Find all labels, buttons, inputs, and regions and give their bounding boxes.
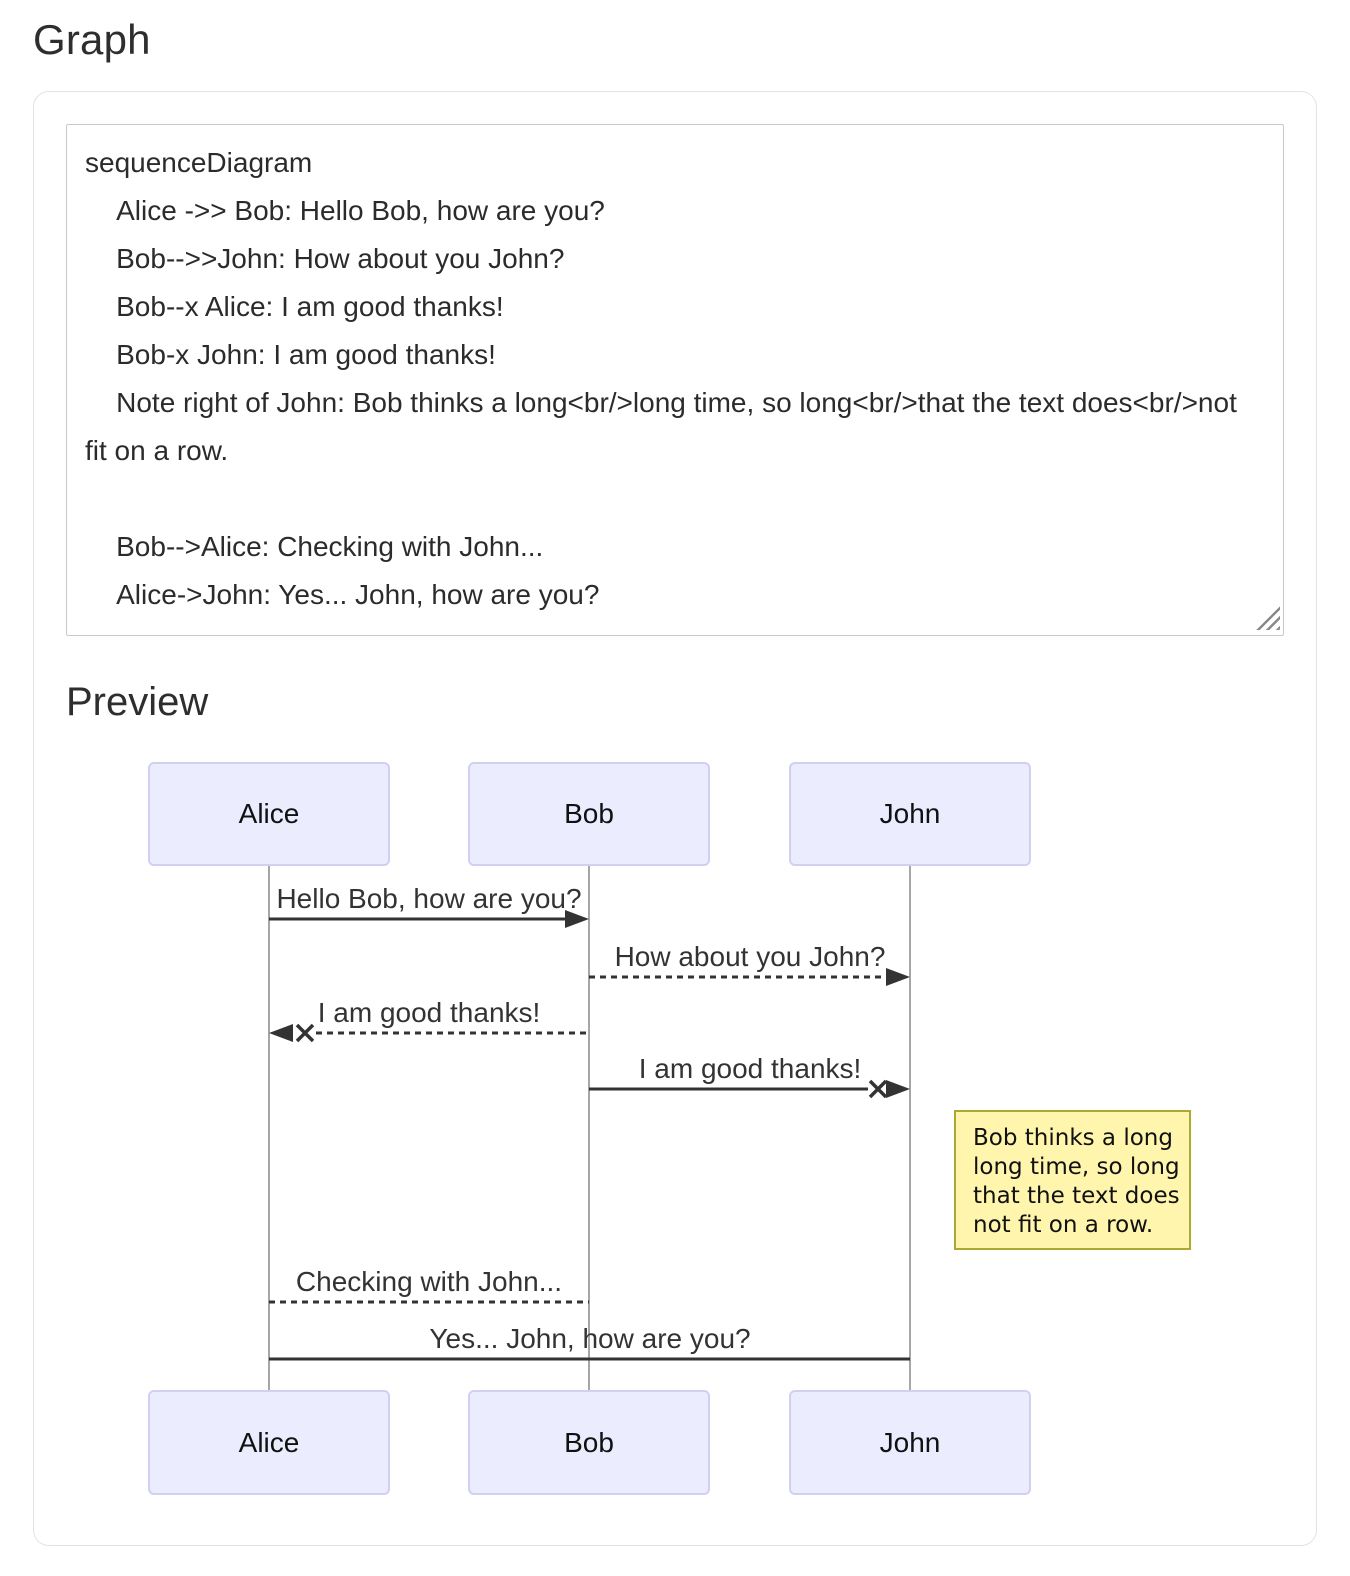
message-label-5: Checking with John... [295,1266,563,1297]
note-line: that the text does [973,1183,1180,1209]
note-line: not fit on a row. [973,1212,1154,1238]
graph-heading: Graph [33,16,151,63]
diagram-code-textarea[interactable]: sequenceDiagram Alice ->> Bob: Hello Bob… [66,124,1284,636]
code-editor-container: sequenceDiagram Alice ->> Bob: Hello Bob… [66,124,1284,636]
actor-label: John [879,798,941,829]
note-line: long time, so long [973,1154,1180,1180]
message-label-1: Hello Bob, how are you? [276,883,582,914]
arrowhead-right-2 [886,968,910,986]
cross-mark-3 [295,1023,315,1043]
message-label-4: I am good thanks! [638,1053,862,1084]
actor-label: Alice [238,798,300,829]
actor-box-bob-bottom: Bob [468,1390,710,1495]
cross-mark-4 [868,1079,888,1099]
actor-label: Bob [564,1426,614,1458]
arrowhead-left-3 [269,1024,293,1042]
actor-box-alice-bottom: Alice [148,1390,390,1495]
message-label-3: I am good thanks! [317,997,541,1028]
note-box: Bob thinks a long long time, so long tha… [954,1110,1191,1250]
message-label-2: How about you John? [614,941,886,972]
preview-heading: Preview [66,680,209,724]
actor-label: Alice [238,1426,300,1458]
actor-box-bob-top: Bob [468,762,710,866]
actor-box-alice-top: Alice [148,762,390,866]
note-line: Bob thinks a long [973,1125,1173,1151]
editor-preview-card: sequenceDiagram Alice ->> Bob: Hello Bob… [33,91,1317,1546]
actor-box-john-bottom: John [789,1390,1031,1495]
actor-label: Bob [564,798,614,829]
arrowhead-right-1 [565,910,589,928]
arrowhead-right-4 [886,1080,910,1098]
mermaid-editor-page: Graph sequenceDiagram Alice ->> Bob: Hel… [33,16,1317,1546]
actor-label: John [879,1426,941,1458]
message-label-6: Yes... John, how are you? [429,1323,751,1354]
actor-box-john-top: John [789,762,1031,866]
